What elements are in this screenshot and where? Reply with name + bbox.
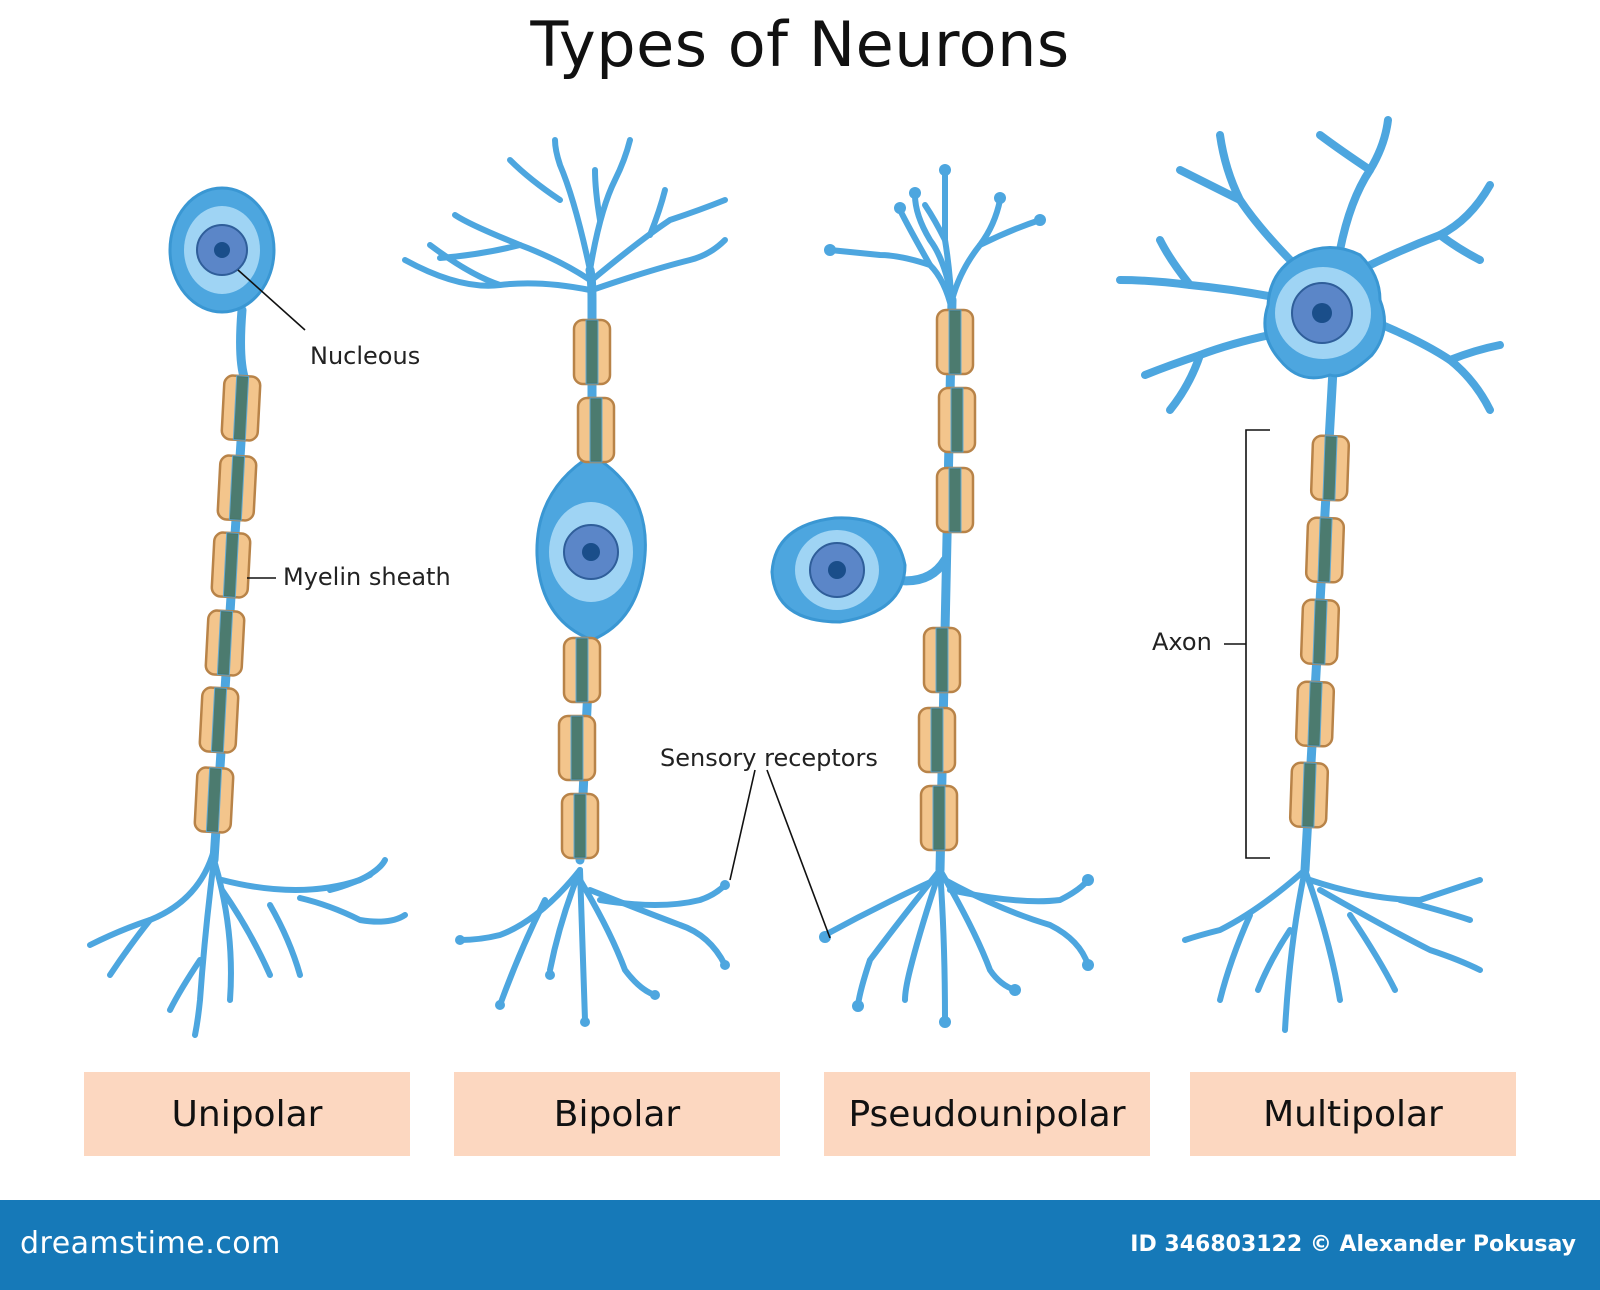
pseudounipolar-top-receptor-ends xyxy=(824,164,1046,256)
bipolar-terminal-branches xyxy=(457,867,728,1023)
page-title: Types of Neurons xyxy=(530,8,1070,81)
bipolar-neuron xyxy=(402,137,730,1027)
bipolar-receptor-ends xyxy=(455,880,730,1027)
leader-lines xyxy=(237,269,1270,939)
multipolar-neuron xyxy=(1116,116,1504,1033)
pseudounipolar-top-branches xyxy=(827,169,1043,313)
footer-brand[interactable]: dreamstime.com xyxy=(20,1226,281,1261)
footer-bar: dreamstime.com ID 346803122 © Alexander … xyxy=(0,1200,1600,1290)
multipolar-myelin-sheath xyxy=(1288,434,1351,829)
type-label-pseudounipolar: Pseudounipolar xyxy=(824,1072,1150,1156)
pseudounipolar-terminal-branches xyxy=(822,867,1091,1023)
type-label-unipolar: Unipolar xyxy=(84,1072,410,1156)
myelin-sheath-label: Myelin sheath xyxy=(283,563,451,591)
unipolar-neuron xyxy=(87,186,408,1038)
type-label-bipolar: Bipolar xyxy=(454,1072,780,1156)
unipolar-terminal-branches xyxy=(87,847,408,1038)
axon-label: Axon xyxy=(1152,628,1212,656)
type-label-multipolar: Multipolar xyxy=(1190,1072,1516,1156)
multipolar-terminal-branches xyxy=(1182,867,1483,1033)
sensory-leader xyxy=(729,769,831,939)
bipolar-dendrite-branches xyxy=(402,137,728,293)
axon-bracket xyxy=(1245,429,1270,859)
nucleous-leader xyxy=(237,269,306,331)
nucleous-label: Nucleous xyxy=(310,342,421,370)
pseudounipolar-neuron xyxy=(770,164,1094,1028)
footer-credit: ID 346803122 © Alexander Pokusay xyxy=(1130,1232,1576,1257)
sensory-receptors-label: Sensory receptors xyxy=(660,744,878,772)
neuron-diagram xyxy=(87,116,1504,1038)
pseudounipolar-axon xyxy=(935,295,957,875)
pseudounipolar-bottom-receptor-ends xyxy=(819,874,1094,1028)
